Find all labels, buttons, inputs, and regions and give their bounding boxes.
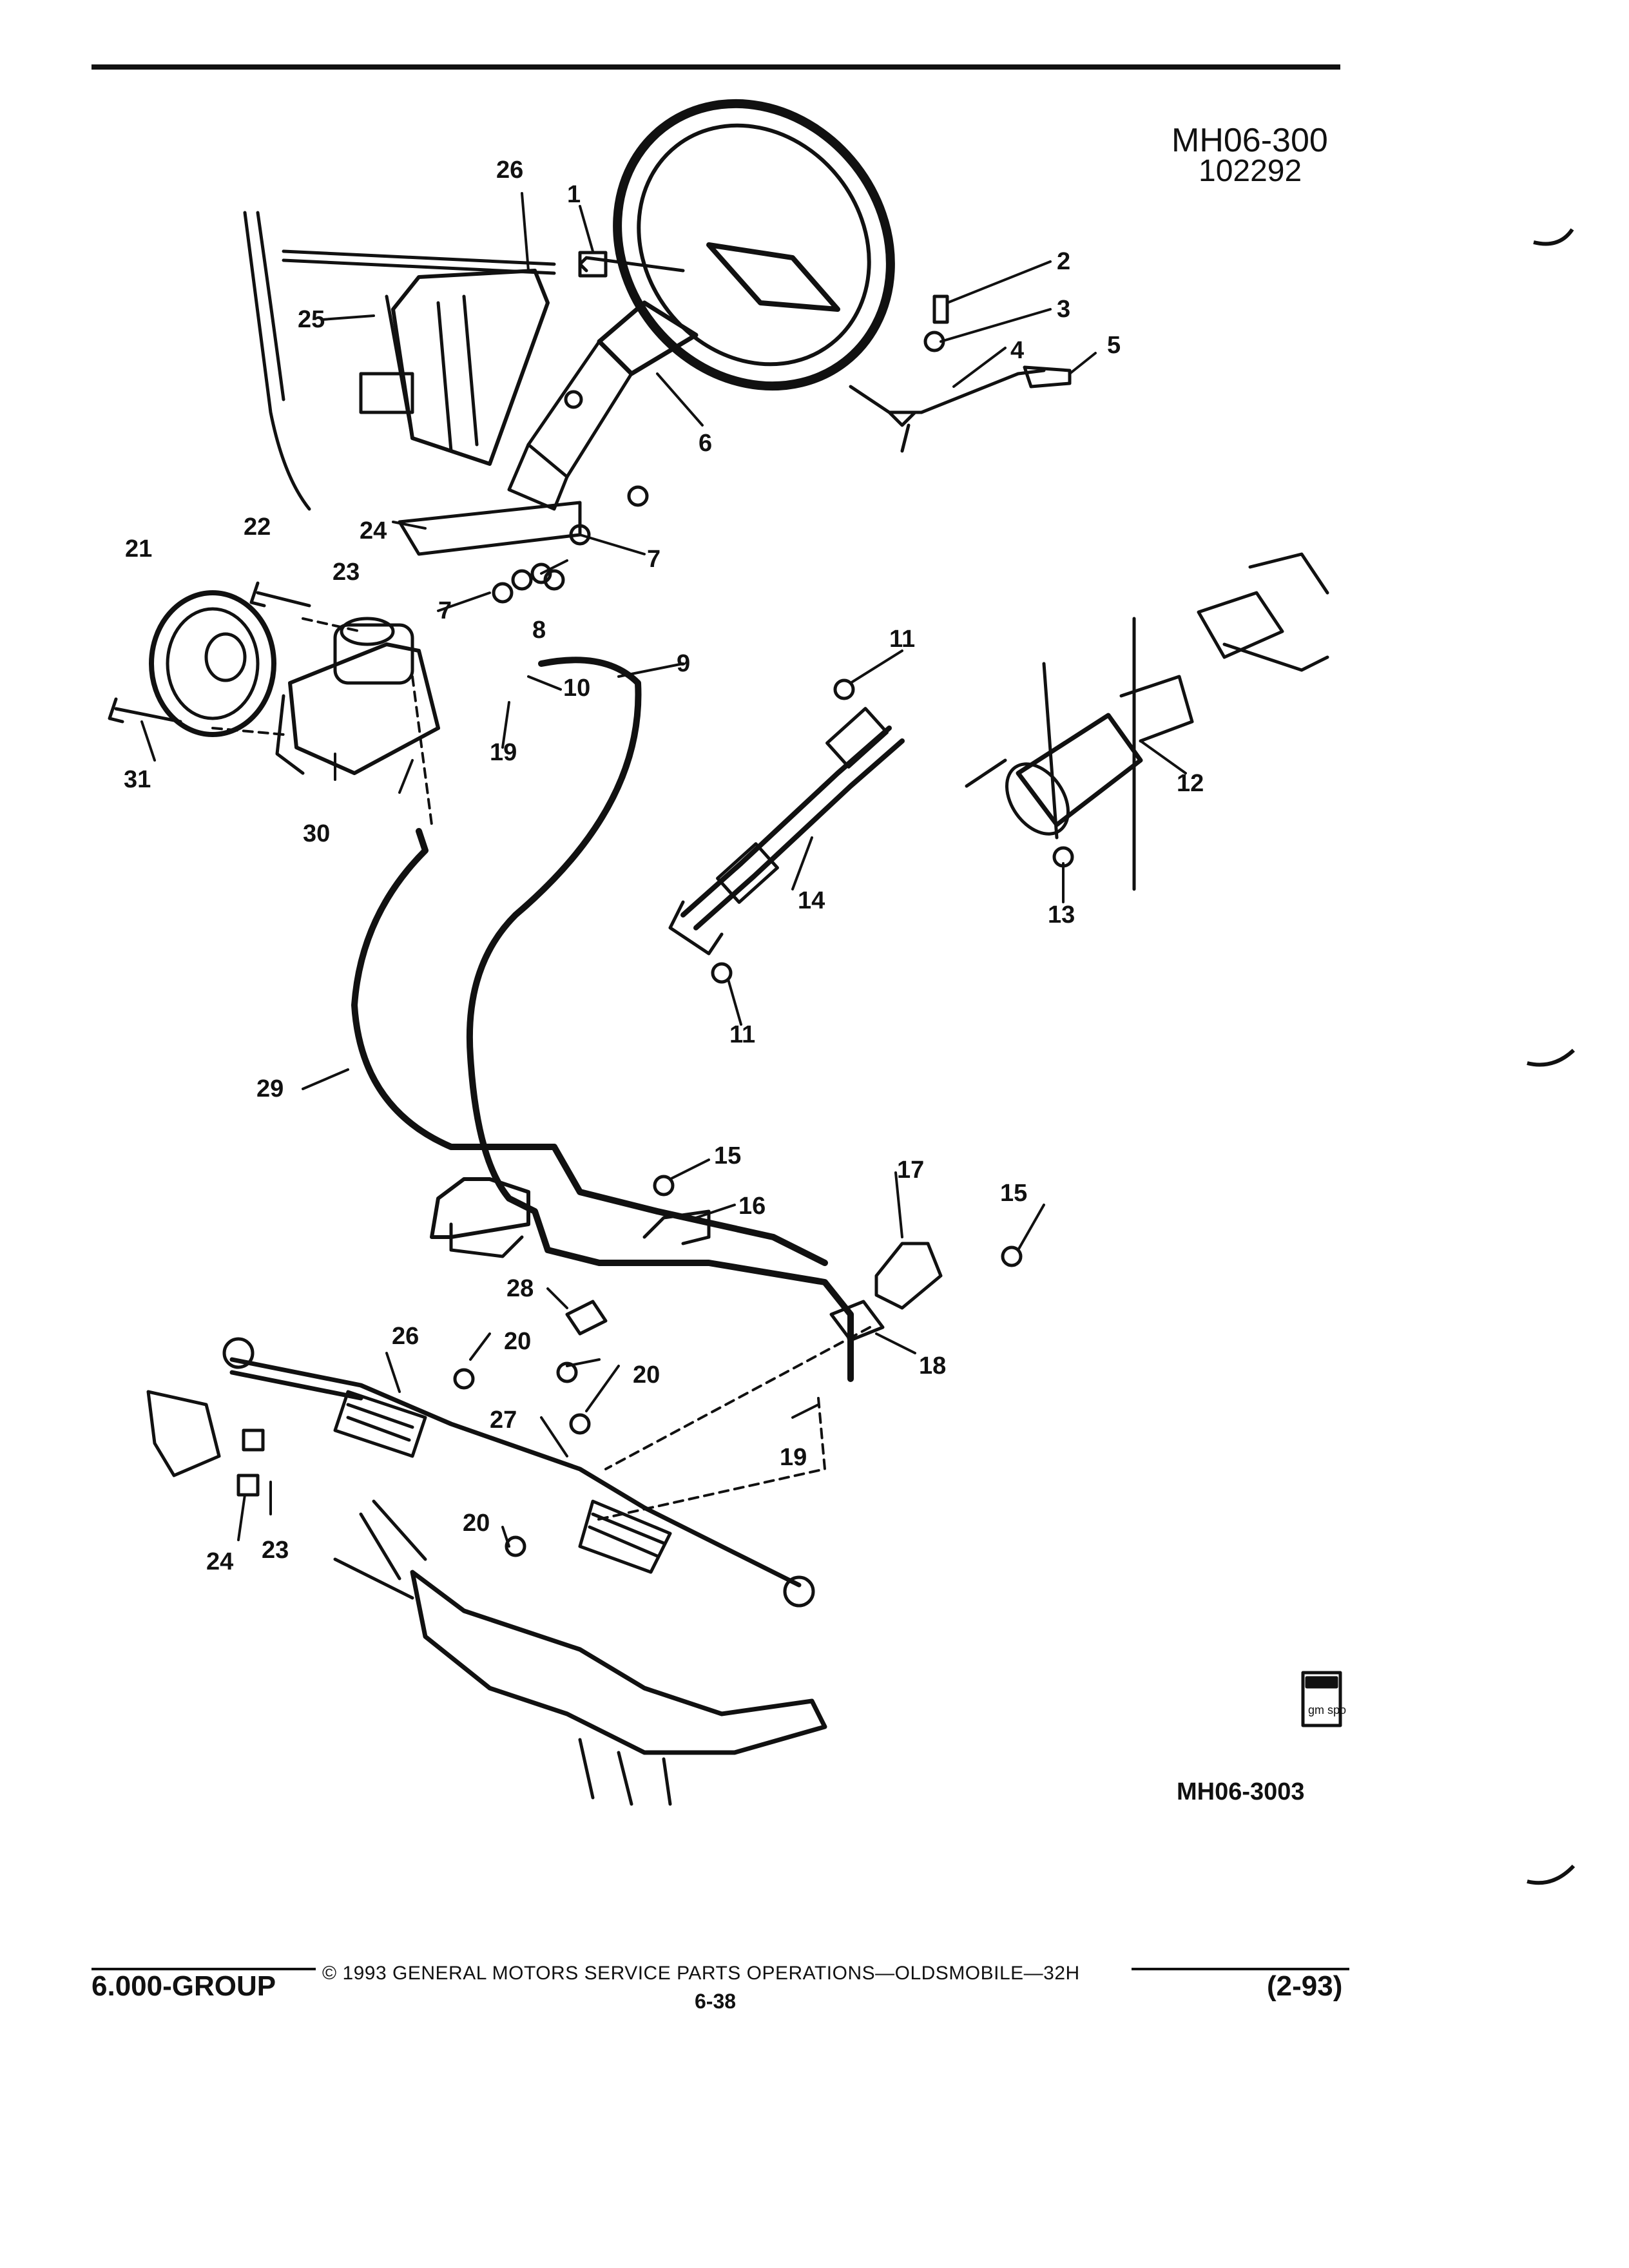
column-bracket <box>391 269 550 466</box>
callout-18: 18 <box>919 1352 946 1379</box>
callout-32: 24 <box>360 517 387 544</box>
callout-16: 16 <box>738 1193 766 1220</box>
bolt-1 <box>578 256 685 273</box>
steering-rack <box>229 1357 802 1588</box>
callout-28: 31 <box>124 766 151 793</box>
group-label: 6.000-GROUP <box>92 1970 276 2002</box>
bolt-28 <box>108 697 182 724</box>
edge-mark <box>1527 1048 1576 1067</box>
pressure-hose <box>466 657 854 1382</box>
callout-21: 23 <box>262 1537 289 1564</box>
bracket-16 <box>642 1209 711 1245</box>
wheel-hub <box>706 242 840 312</box>
page-number: 6-38 <box>695 1990 737 2013</box>
callout-17: 17 <box>897 1157 924 1184</box>
tie-rod-end-left <box>222 1337 255 1369</box>
dashboard-outline <box>243 211 311 511</box>
edge-mark <box>1533 228 1574 246</box>
rack-boot-right <box>578 1499 672 1574</box>
crossmember <box>410 1570 827 1755</box>
callout-11b: 11 <box>729 1021 755 1048</box>
callout-26: 29 <box>256 1075 284 1102</box>
callout-20a: 20 <box>504 1328 531 1355</box>
gm-spo-badge-text: gm spo <box>1308 1704 1346 1716</box>
callout-24: 27 <box>490 1407 517 1434</box>
callout-20b: 20 <box>633 1361 660 1389</box>
callout-10: 9 <box>677 650 690 677</box>
callout-1: 1 <box>567 181 581 208</box>
callout-14: 14 <box>798 887 825 914</box>
edge-mark <box>1527 1864 1576 1885</box>
intermediate-shaft <box>680 726 905 930</box>
callout-29: 21 <box>125 535 152 562</box>
bracket-25 <box>565 1300 608 1336</box>
callout-2: 2 <box>1057 248 1070 275</box>
bolt-2 <box>932 294 949 324</box>
rack-boot <box>333 1390 427 1458</box>
callout-15a: 15 <box>714 1142 741 1169</box>
bolt-30 <box>249 581 311 608</box>
callout-34: 26 <box>496 157 523 184</box>
strap-4 <box>849 369 1046 453</box>
callout-19a: 19 <box>490 739 517 766</box>
callout-20c: 20 <box>463 1510 490 1537</box>
callout-19b: 19 <box>780 1444 807 1471</box>
power-steering-pump <box>288 642 440 775</box>
callout-31: 23 <box>333 559 360 586</box>
callout-30: 22 <box>244 514 271 541</box>
clamp-18 <box>829 1300 885 1342</box>
tie-rod-end-right <box>783 1575 815 1608</box>
steering-wheel <box>613 99 895 391</box>
callout-4: 4 <box>1010 337 1024 364</box>
callout-27: 30 <box>303 820 330 847</box>
callout-8: 8 <box>532 617 546 644</box>
pulley-29 <box>149 590 276 737</box>
steering-shaft-seal <box>1016 713 1143 827</box>
callout-33: 25 <box>298 306 325 333</box>
figure-id: MH06-3003 <box>1177 1778 1305 1805</box>
callout-23: 26 <box>392 1323 419 1350</box>
callout-12: 12 <box>1177 770 1204 797</box>
callout-13: 13 <box>1048 901 1075 928</box>
callout-5: 5 <box>1107 332 1121 359</box>
callout-9: 10 <box>563 675 590 702</box>
copyright-line: © 1993 GENERAL MOTORS SERVICE PARTS OPER… <box>322 1963 1080 1984</box>
callout-3: 3 <box>1057 296 1070 323</box>
callout-7a: 7 <box>647 546 660 573</box>
callout-6: 6 <box>699 430 712 457</box>
bracket-17 <box>874 1242 943 1310</box>
figure-date: 102292 <box>1199 154 1302 188</box>
callout-15b: 15 <box>1000 1180 1027 1207</box>
callout-7b: 7 <box>438 597 452 624</box>
callout-11a: 11 <box>889 626 915 653</box>
figure-code: MH06-300 <box>1171 122 1328 159</box>
callout-25: 28 <box>506 1275 534 1302</box>
callout-22: 24 <box>206 1548 233 1575</box>
return-hose <box>351 828 828 1266</box>
revision-date: (2-93) <box>1267 1970 1343 2002</box>
gm-spo-badge-frame <box>1301 1671 1342 1727</box>
